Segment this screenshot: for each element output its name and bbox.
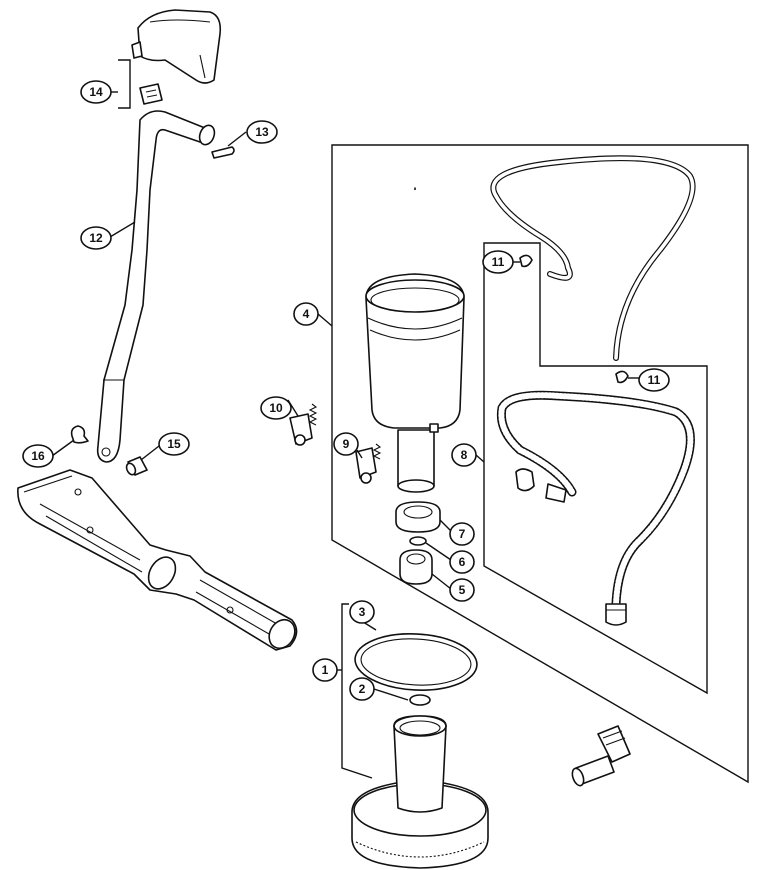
small-washer bbox=[409, 536, 427, 546]
callout-16: 16 bbox=[22, 444, 54, 468]
svg-text:1: 1 bbox=[322, 663, 329, 677]
leader-14 bbox=[118, 59, 131, 109]
hose-clamp-upper bbox=[519, 254, 533, 268]
handle-clip bbox=[139, 83, 163, 105]
callout-13: 13 bbox=[246, 120, 278, 144]
callout-4: 4 bbox=[293, 302, 319, 326]
retaining-clip bbox=[70, 425, 89, 444]
elbow-fitting bbox=[571, 725, 631, 787]
leader-9 bbox=[356, 449, 363, 459]
svg-text:6: 6 bbox=[459, 555, 466, 569]
assembly-outline bbox=[331, 144, 749, 784]
bushing bbox=[125, 456, 148, 476]
svg-text:16: 16 bbox=[31, 449, 45, 463]
leader-15 bbox=[140, 445, 160, 461]
handle-grip-cap bbox=[131, 9, 222, 84]
svg-text:2: 2 bbox=[359, 682, 366, 696]
callout-11-upper: 11 bbox=[482, 250, 514, 274]
leader-3 bbox=[341, 603, 373, 779]
svg-text:9: 9 bbox=[343, 437, 350, 451]
leader-13 bbox=[227, 131, 247, 147]
svg-text:5: 5 bbox=[459, 583, 466, 597]
svg-text:3: 3 bbox=[359, 605, 366, 619]
leader-4 bbox=[317, 313, 333, 327]
small-seal bbox=[409, 694, 431, 706]
clear-tube bbox=[490, 155, 696, 361]
callout-6: 6 bbox=[449, 550, 475, 574]
handle-pin bbox=[211, 146, 235, 159]
svg-text:10: 10 bbox=[269, 401, 283, 415]
svg-text:11: 11 bbox=[492, 255, 505, 269]
callout-2: 2 bbox=[349, 677, 375, 701]
leader-16 bbox=[51, 439, 75, 457]
hose-kit-outline bbox=[483, 242, 708, 695]
base-assembly bbox=[351, 715, 489, 869]
leader-8 bbox=[475, 454, 485, 463]
svg-text:7: 7 bbox=[459, 527, 466, 541]
svg-text:4: 4 bbox=[303, 307, 310, 321]
leader-5 bbox=[431, 573, 452, 590]
o-ring bbox=[354, 633, 478, 691]
collar-nut bbox=[395, 501, 441, 533]
svg-text:15: 15 bbox=[167, 437, 181, 451]
callout-7: 7 bbox=[449, 522, 475, 546]
callout-8: 8 bbox=[451, 443, 477, 467]
leader-12 bbox=[109, 221, 136, 238]
spring-clip-9 bbox=[355, 443, 382, 484]
svg-text:12: 12 bbox=[89, 231, 103, 245]
callout-5: 5 bbox=[449, 578, 475, 602]
valve-cap bbox=[399, 549, 433, 585]
hose-clamp-lower bbox=[615, 370, 629, 384]
leader-7 bbox=[439, 519, 452, 532]
svg-text:13: 13 bbox=[255, 125, 269, 139]
callout-15: 15 bbox=[158, 432, 190, 456]
callout-3: 3 bbox=[349, 600, 375, 624]
callout-11-lower: 11 bbox=[638, 368, 670, 392]
base-handle-tube bbox=[17, 469, 298, 651]
svg-text:14: 14 bbox=[89, 85, 103, 99]
svg-text:8: 8 bbox=[461, 448, 468, 462]
callout-9: 9 bbox=[333, 432, 359, 456]
leader-2 bbox=[373, 688, 409, 701]
pump-cylinder bbox=[365, 187, 465, 493]
callout-12: 12 bbox=[80, 226, 112, 250]
corrugated-hose bbox=[496, 390, 695, 626]
leader-6 bbox=[425, 542, 452, 561]
handle-bar bbox=[96, 110, 216, 463]
callout-1: 1 bbox=[312, 658, 338, 682]
callout-10: 10 bbox=[260, 396, 292, 420]
svg-text:11: 11 bbox=[648, 373, 661, 387]
callout-14: 14 bbox=[80, 80, 112, 104]
spring-clip-10 bbox=[289, 403, 318, 446]
